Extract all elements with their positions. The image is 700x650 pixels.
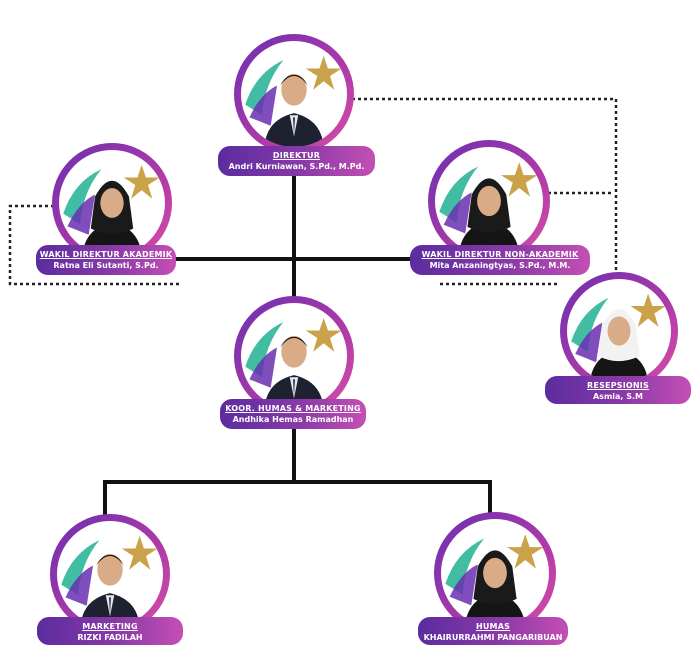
portrait (439, 162, 538, 255)
avatar-inner (441, 519, 549, 627)
role-badge: DIREKTUR Andri Kurniawan, S.Pd., M.Pd. (218, 146, 375, 176)
avatar (428, 140, 550, 262)
portrait (445, 534, 544, 627)
avatar-inner (567, 279, 671, 383)
portrait (245, 317, 342, 409)
person-name: Ratna Eli Sutanti, S.Pd. (53, 261, 159, 270)
dotted-left-loop (8, 204, 180, 286)
portrait (571, 293, 666, 383)
role-title: MARKETING (82, 622, 138, 631)
role-badge: HUMAS KHAIRURRAHMI PANGARIBUAN (418, 617, 568, 645)
avatar-inner (57, 521, 163, 627)
avatar (50, 514, 170, 634)
person-name: Andhika Hemas Ramadhan (232, 415, 354, 424)
person-name: Andri Kurniawan, S.Pd., M.Pd. (228, 162, 365, 171)
avatar-inner (59, 150, 165, 256)
role-badge: KOOR. HUMAS & MARKETING Andhika Hemas Ra… (220, 399, 366, 429)
avatar (560, 272, 678, 390)
person-name: KHAIRURRAHMI PANGARIBUAN (423, 633, 563, 642)
role-title: RESEPSIONIS (587, 381, 649, 390)
dotted-direktur-resepsionis (352, 97, 618, 284)
avatar-inner (435, 147, 543, 255)
role-badge: WAKIL DIREKTUR AKADEMIK Ratna Eli Sutant… (36, 245, 176, 275)
avatar (434, 512, 556, 634)
person-name: RIZKI FADILAH (77, 633, 143, 642)
portrait (245, 55, 342, 147)
role-title: WAKIL DIREKTUR AKADEMIK (39, 250, 173, 259)
avatar-inner (241, 303, 347, 409)
person-name: Asmia, S.M (592, 392, 643, 401)
role-badge: MARKETING RIZKI FADILAH (37, 617, 183, 645)
portrait (61, 535, 158, 627)
person-name: Mita Anzaningtyas, S.Pd., M.M. (429, 261, 571, 270)
role-title: WAKIL DIREKTUR NON-AKADEMIK (421, 250, 579, 259)
avatar (52, 143, 172, 263)
role-badge: WAKIL DIREKTUR NON-AKADEMIK Mita Anzanin… (410, 245, 590, 275)
avatar (234, 34, 354, 154)
avatar-inner (241, 41, 347, 147)
role-title: HUMAS (475, 622, 511, 631)
role-title: KOOR. HUMAS & MARKETING (225, 404, 361, 413)
portrait (63, 164, 160, 256)
avatar (234, 296, 354, 416)
role-badge: RESEPSIONIS Asmia, S.M (545, 376, 691, 404)
role-title: DIREKTUR (272, 151, 321, 160)
